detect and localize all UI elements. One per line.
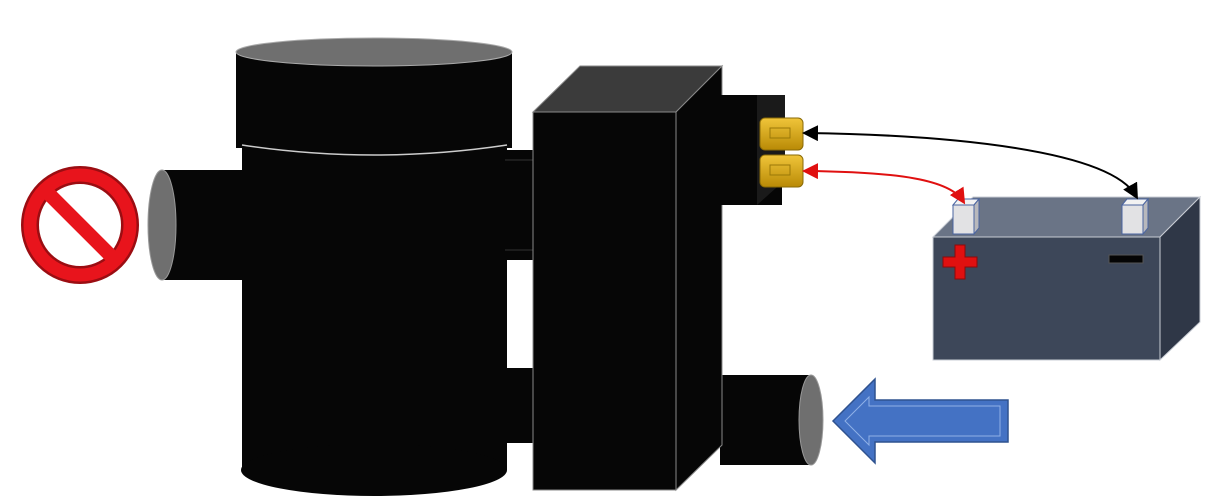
outlet-pipe-right [720,374,824,466]
flow-arrow-icon [831,377,1009,465]
minus-icon [1108,254,1144,264]
control-box [531,64,724,492]
battery-terminal-positive [951,197,981,236]
battery [931,195,1202,362]
inlet-pipe-left [147,169,247,281]
coupling-pipes [505,150,537,443]
no-entry-icon [21,166,139,284]
connector-terminal-negative [759,117,804,151]
pump-housing [235,37,513,496]
battery-terminal-negative [1120,197,1150,236]
wire-negative [802,125,1138,200]
plus-icon [942,244,978,280]
connector-terminal-positive [759,154,804,188]
wire-positive [802,163,966,205]
